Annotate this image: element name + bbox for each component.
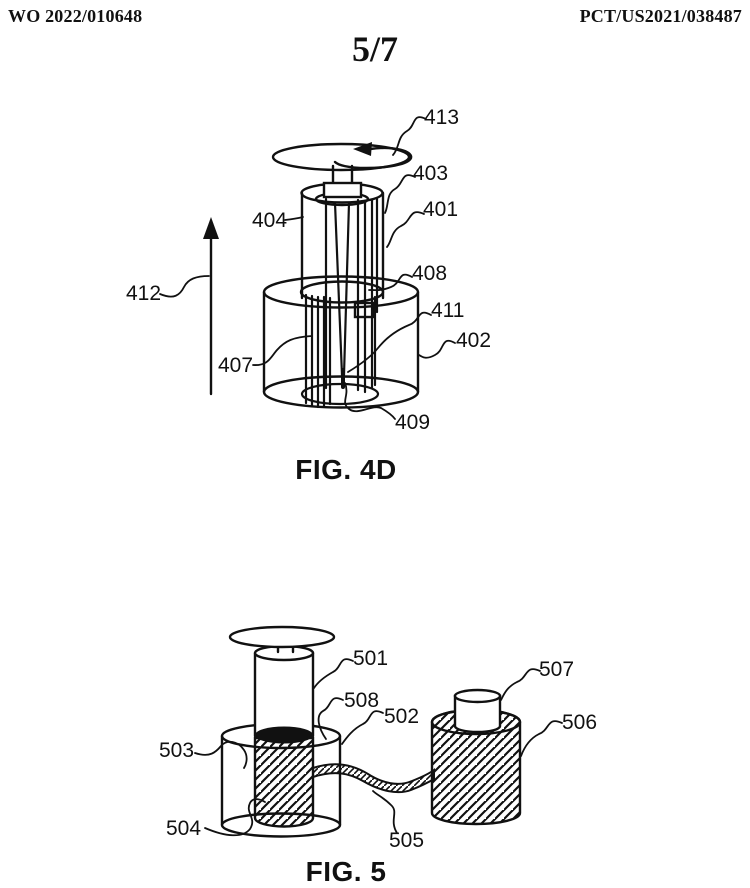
- ref-label-401: 401: [423, 198, 459, 221]
- leader-408: [368, 273, 413, 292]
- ref-label-504: 504: [166, 817, 202, 840]
- left-assembly: [220, 625, 342, 838]
- ref-label-508: 508: [344, 689, 380, 712]
- fig5-caption: FIG. 5: [305, 856, 387, 887]
- outer-container: [262, 275, 420, 409]
- publication-number: WO 2022/010648: [8, 6, 143, 26]
- ref-label-502: 502: [384, 705, 420, 728]
- ref-label-412: 412: [126, 282, 162, 305]
- leader-407: [252, 335, 313, 366]
- top-disc: [271, 142, 413, 172]
- leader-503: [194, 740, 248, 769]
- stem-collar: [322, 181, 363, 199]
- stem: [331, 164, 354, 186]
- ref-label-501: 501: [353, 647, 389, 670]
- fig4d-caption: FIG. 4D: [295, 454, 397, 485]
- ref-label-503: 503: [159, 739, 195, 762]
- ref-label-413: 413: [424, 106, 460, 129]
- ref-label-505: 505: [389, 829, 425, 852]
- leader-401: [386, 211, 425, 248]
- inner-rods: [324, 197, 379, 394]
- leader-508: [317, 697, 344, 740]
- leader-402: [418, 339, 456, 359]
- ribbon: [312, 763, 435, 794]
- ref-label-408: 408: [412, 262, 448, 285]
- hatched-inner-cylinder: [253, 736, 315, 828]
- leader-403: [384, 174, 416, 214]
- leader-404: [284, 216, 304, 221]
- leader-502: [341, 710, 384, 745]
- ref-label-404: 404: [252, 209, 288, 232]
- leader-501: [313, 658, 354, 689]
- rotation-arrow-icon: [333, 146, 413, 170]
- leader-505: [372, 790, 398, 834]
- ref-label-507: 507: [539, 658, 575, 681]
- lower-rods: [300, 293, 380, 409]
- fig5-leaders: [194, 658, 563, 837]
- right-assembly: [430, 688, 522, 826]
- leader-504: [204, 798, 266, 837]
- ref-label-411: 411: [431, 299, 465, 322]
- ref-label-506: 506: [562, 711, 598, 734]
- fig4d-leaders: [159, 116, 456, 420]
- ref-label-409: 409: [395, 411, 431, 434]
- leader-413: [392, 116, 427, 156]
- dark-plug: [255, 726, 313, 744]
- small-cylinder: [453, 694, 502, 734]
- application-number: PCT/US2021/038487: [579, 6, 742, 26]
- collar: [299, 280, 385, 319]
- ref-label-407: 407: [218, 354, 254, 377]
- upper-cylinder: [300, 181, 385, 300]
- leader-411: [347, 311, 432, 373]
- leader-409: [344, 382, 396, 420]
- fig4d-art: [159, 116, 456, 420]
- top-disc: [228, 625, 336, 649]
- collar-notch: [353, 301, 375, 319]
- ref-label-403: 403: [413, 162, 449, 185]
- needle: [333, 201, 351, 377]
- direction-arrow: [203, 217, 219, 396]
- ref-label-402: 402: [456, 329, 492, 352]
- fig5-art: [194, 625, 563, 838]
- leader-507: [500, 668, 541, 701]
- sheet-number: 5/7: [351, 29, 398, 69]
- leader-412: [159, 275, 210, 298]
- leader-506: [520, 720, 563, 757]
- inner-bottom-rim: [300, 382, 380, 406]
- rotation-arrowhead-icon: [353, 142, 372, 156]
